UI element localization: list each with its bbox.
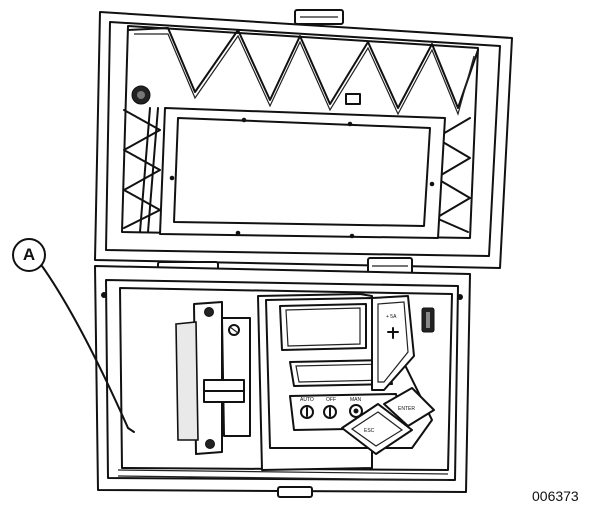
svg-text:AUTO: AUTO [300,397,314,403]
open-lid [94,9,513,269]
controller-housing: AUTO OFF MAN ENTER ESC [257,293,435,471]
side-fuse-panel: + 5A [371,295,435,391]
callout-label-a: A [22,245,36,264]
svg-text:MAN: MAN [350,397,362,403]
svg-text:ENTER: ENTER [398,406,415,412]
svg-text:+ 5A: + 5A [386,314,397,320]
svg-text:OFF: OFF [326,397,336,403]
svg-text:ESC: ESC [364,428,375,434]
circuit-breaker [175,301,251,455]
callout-leader [12,238,135,433]
figure-number: 006373 [532,488,579,504]
